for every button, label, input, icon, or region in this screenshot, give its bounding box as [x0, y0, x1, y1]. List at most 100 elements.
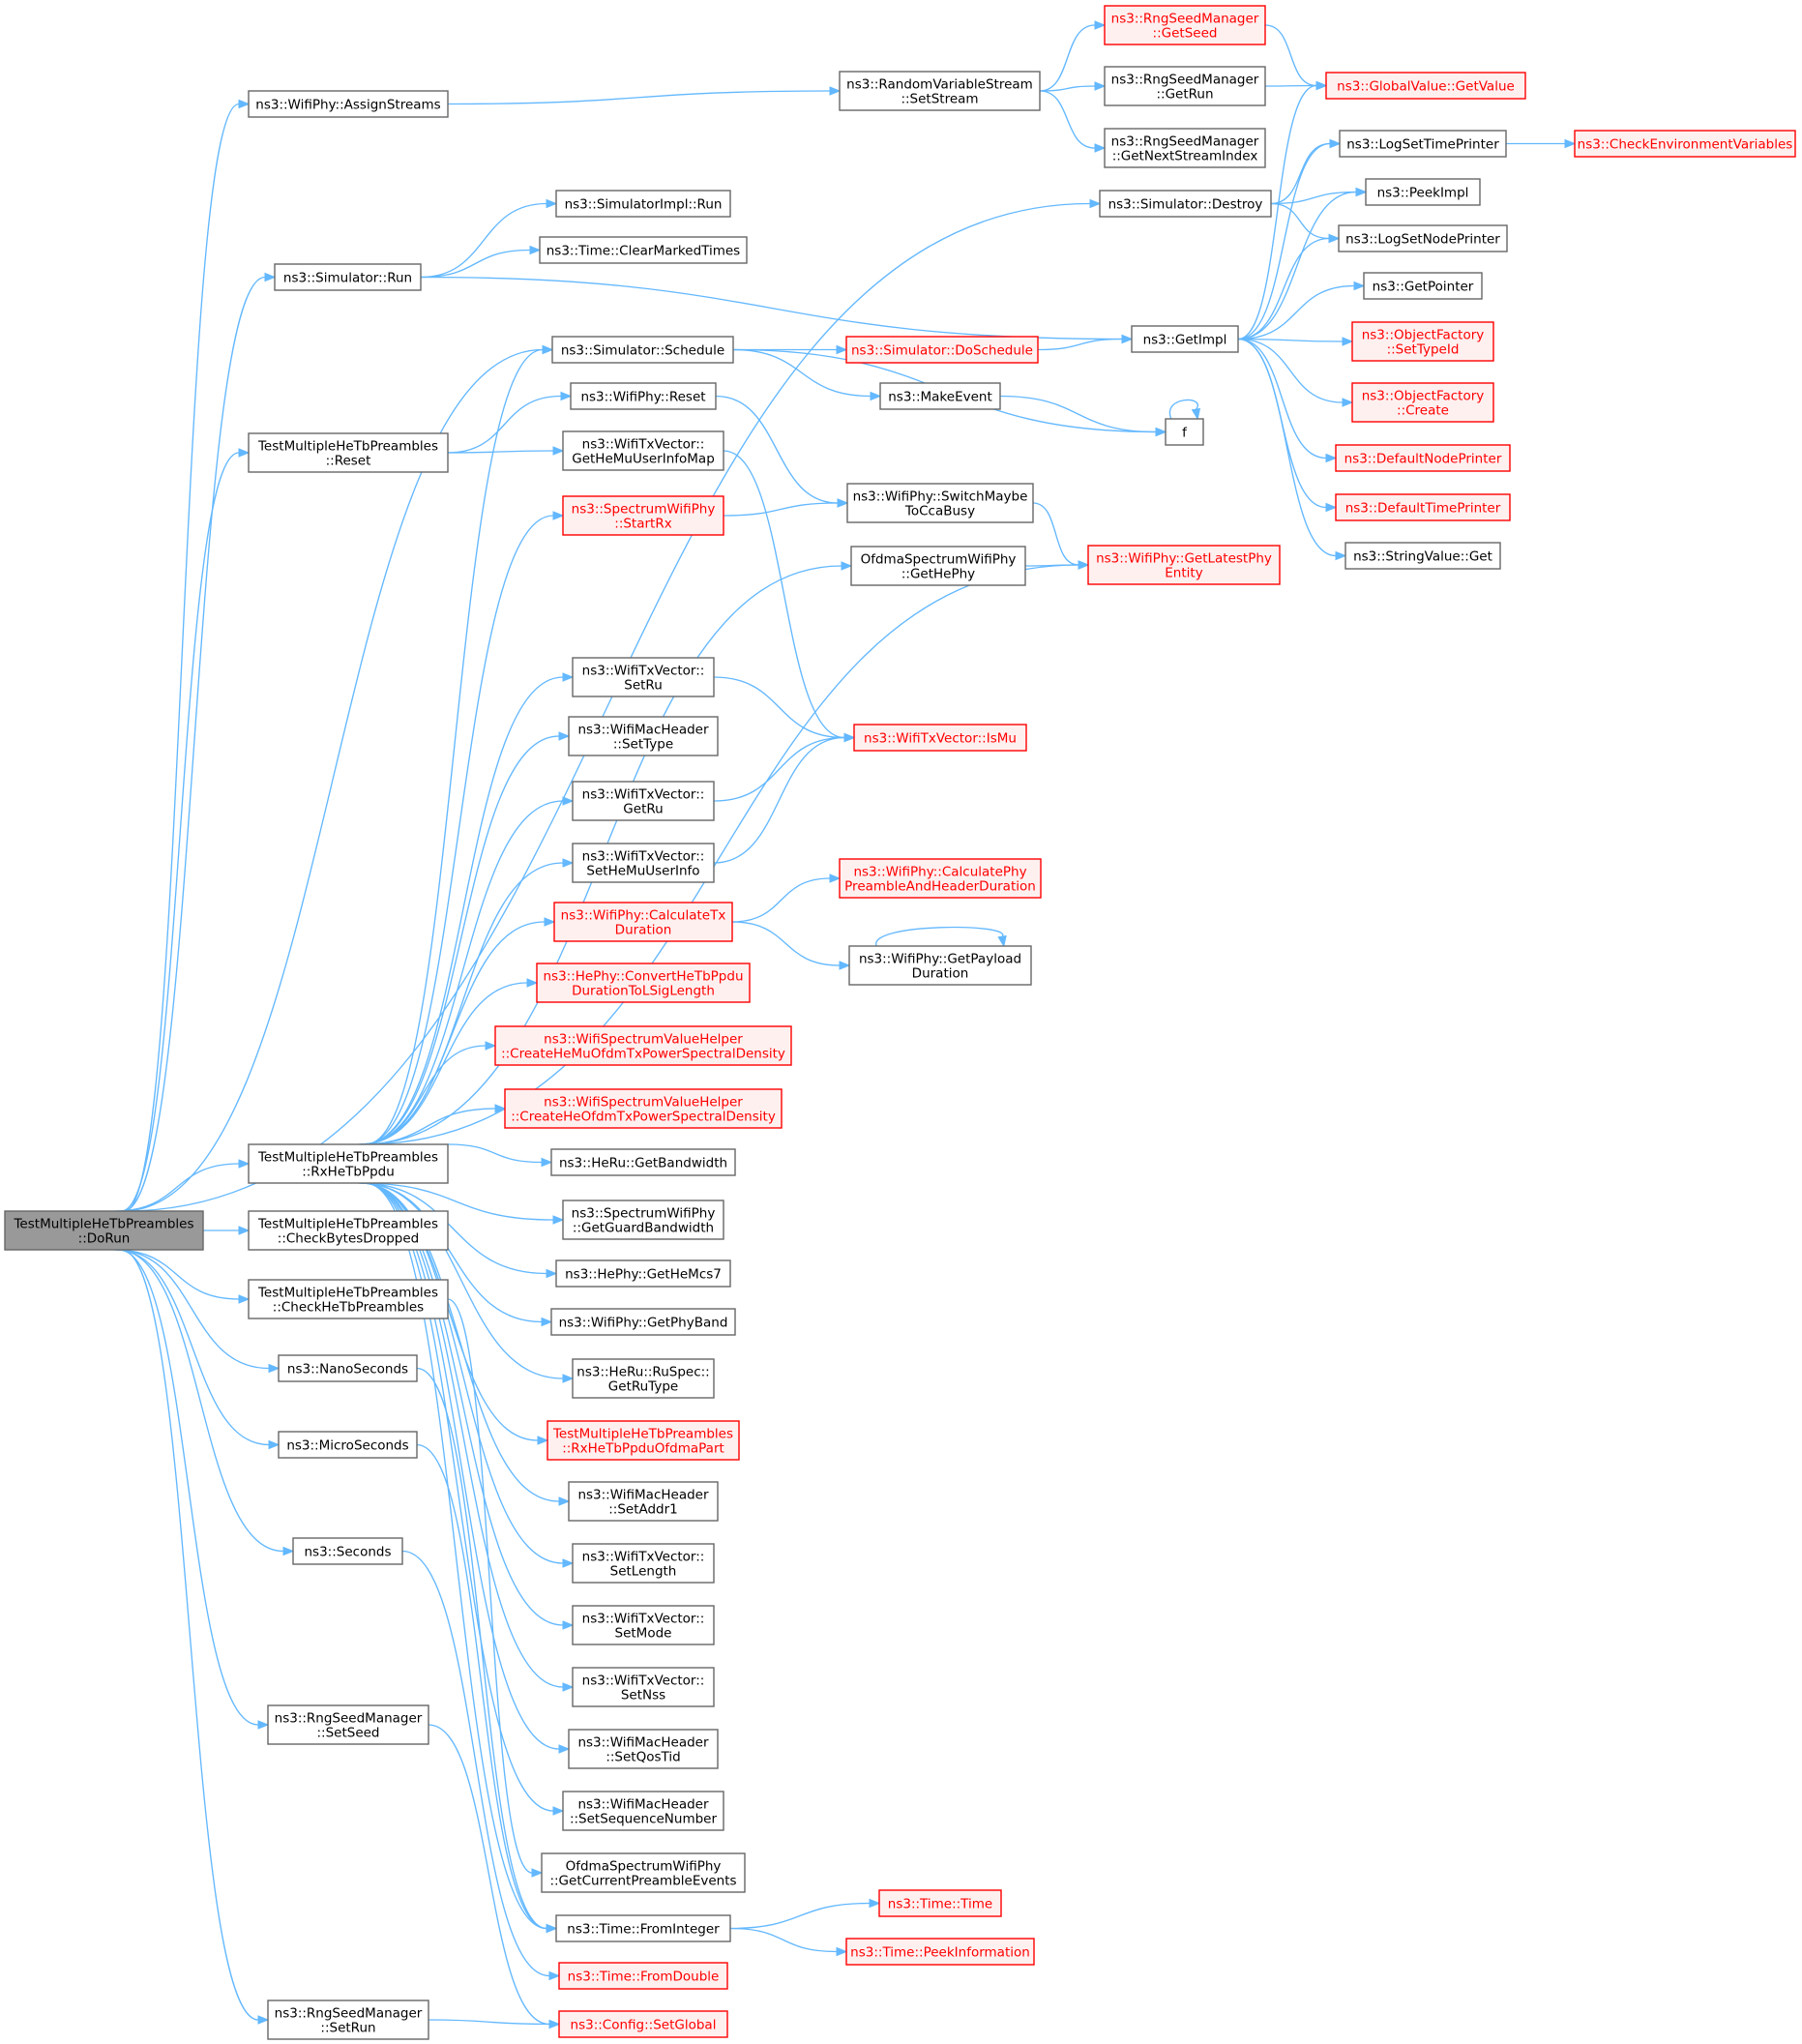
edge-rxHeTbPpdu-to-getRu-arrowhead: [562, 796, 575, 806]
node-label-line: ns3::LogSetTimePrinter: [1346, 137, 1499, 153]
node-rngSetSeed[interactable]: ns3::RngSeedManager::SetSeed: [267, 1704, 429, 1745]
node-defaultNodePrinter[interactable]: ns3::DefaultNodePrinter: [1335, 444, 1511, 472]
node-checkEnvVars[interactable]: ns3::CheckEnvironmentVariables: [1574, 130, 1796, 158]
node-getRuType[interactable]: ns3::HeRu::RuSpec::GetRuType: [572, 1358, 715, 1399]
node-fromDouble[interactable]: ns3::Time::FromDouble: [558, 1962, 728, 1990]
node-startRx[interactable]: ns3::SpectrumWifiPhy::StartRx: [562, 495, 724, 536]
node-simDestroy[interactable]: ns3::Simulator::Destroy: [1099, 190, 1272, 218]
node-label-line: ns3::WifiMacHeader: [577, 1735, 709, 1751]
node-label-line: TestMultipleHeTbPreambles: [552, 1427, 733, 1442]
node-isMu[interactable]: ns3::WifiTxVector::IsMu: [853, 724, 1027, 752]
node-setRu[interactable]: ns3::WifiTxVector::SetRu: [572, 657, 715, 697]
edge-rxHeTbPpdu-to-rxOfdmaPart-arrowhead: [537, 1436, 549, 1445]
node-nanoSeconds[interactable]: ns3::NanoSeconds: [278, 1354, 418, 1382]
node-tmReset[interactable]: TestMultipleHeTbPreambles::Reset: [248, 432, 449, 473]
node-rngGetRun[interactable]: ns3::RngSeedManager::GetRun: [1104, 66, 1266, 106]
node-rngGetNextStreamIndex[interactable]: ns3::RngSeedManager::GetNextStreamIndex: [1104, 128, 1266, 168]
node-createHeMuOfdm[interactable]: ns3::WifiSpectrumValueHelper::CreateHeMu…: [494, 1025, 792, 1066]
node-rngSetRun[interactable]: ns3::RngSeedManager::SetRun: [267, 2000, 429, 2040]
node-rxOfdmaPart[interactable]: TestMultipleHeTbPreambles::RxHeTbPpduOfd…: [547, 1420, 740, 1461]
node-checkBytesDropped[interactable]: TestMultipleHeTbPreambles::CheckBytesDro…: [248, 1210, 449, 1251]
edge-root-to-nanoSeconds-arrowhead: [268, 1363, 281, 1374]
node-createHeOfdm[interactable]: ns3::WifiSpectrumValueHelper::CreateHeOf…: [504, 1088, 783, 1129]
node-simImplRun[interactable]: ns3::SimulatorImpl::Run: [555, 190, 731, 218]
node-assignStreams[interactable]: ns3::WifiPhy::AssignStreams: [248, 90, 449, 118]
node-label-line: ::CheckBytesDropped: [278, 1231, 419, 1247]
node-rngGetSeed[interactable]: ns3::RngSeedManager::GetSeed: [1104, 5, 1266, 45]
node-microSeconds[interactable]: ns3::MicroSeconds: [278, 1431, 418, 1459]
node-peekImpl[interactable]: ns3::PeekImpl: [1365, 178, 1481, 206]
node-convertHeTbPpdu[interactable]: ns3::HePhy::ConvertHeTbPpduDurationToLSi…: [536, 963, 751, 1003]
node-setAddr1[interactable]: ns3::WifiMacHeader::SetAddr1: [568, 1481, 719, 1522]
edge-makeEvent-to-f-arrowhead: [1155, 427, 1167, 437]
node-setSeqNum[interactable]: ns3::WifiMacHeader::SetSequenceNumber: [562, 1791, 724, 1831]
node-ofSetTypeId[interactable]: ns3::ObjectFactory::SetTypeId: [1351, 321, 1494, 362]
node-heRuGetBandwidth[interactable]: ns3::HeRu::GetBandwidth: [550, 1148, 736, 1176]
node-getPhyBand[interactable]: ns3::WifiPhy::GetPhyBand: [550, 1308, 736, 1336]
edge-fromInteger-to-peekInformation: [729, 1927, 838, 1953]
node-box: [572, 1358, 715, 1399]
node-f[interactable]: f: [1165, 418, 1204, 446]
node-seconds[interactable]: ns3::Seconds: [292, 1537, 403, 1565]
node-configSetGlobal[interactable]: ns3::Config::SetGlobal: [558, 2010, 728, 2038]
node-rvsSetStream[interactable]: ns3::RandomVariableStream::SetStream: [839, 71, 1041, 111]
node-logSetTimePrinter[interactable]: ns3::LogSetTimePrinter: [1339, 130, 1507, 158]
node-calcPhyPreamble[interactable]: ns3::WifiPhy::CalculatePhyPreambleAndHea…: [839, 858, 1042, 899]
node-makeEvent[interactable]: ns3::MakeEvent: [879, 382, 1001, 410]
node-wifiPhyReset[interactable]: ns3::WifiPhy::Reset: [570, 382, 717, 410]
node-fromInteger[interactable]: ns3::Time::FromInteger: [555, 1914, 731, 1942]
node-defaultTimePrinter[interactable]: ns3::DefaultTimePrinter: [1335, 493, 1511, 521]
node-logSetNodePrinter[interactable]: ns3::LogSetNodePrinter: [1338, 224, 1508, 252]
node-timeTime[interactable]: ns3::Time::Time: [878, 1889, 1002, 1917]
node-checkHeTbPreambles[interactable]: TestMultipleHeTbPreambles::CheckHeTbPrea…: [248, 1279, 449, 1319]
node-getImpl[interactable]: ns3::GetImpl: [1131, 325, 1239, 353]
node-box: [1104, 128, 1266, 168]
node-box: [845, 1938, 1035, 1966]
node-box: [845, 336, 1039, 364]
node-getPointer[interactable]: ns3::GetPointer: [1363, 272, 1483, 300]
node-clearMarkedTimes[interactable]: ns3::Time::ClearMarkedTimes: [539, 236, 748, 264]
node-box: [1574, 130, 1796, 158]
node-ofCreate[interactable]: ns3::ObjectFactory::Create: [1351, 382, 1494, 423]
node-box: [278, 1354, 418, 1382]
node-simRun[interactable]: ns3::Simulator::Run: [274, 263, 422, 291]
node-box: [1335, 444, 1511, 472]
node-getPreambleEvents[interactable]: OfdmaSpectrumWifiPhy::GetCurrentPreamble…: [541, 1852, 746, 1893]
node-box: [248, 90, 449, 118]
node-setHeMuUserInfo[interactable]: ns3::WifiTxVector::SetHeMuUserInfo: [572, 843, 715, 883]
node-box: [1365, 178, 1481, 206]
edge-setHeMuUserInfo-to-isMu-arrowhead: [843, 732, 856, 743]
node-root[interactable]: TestMultipleHeTbPreambles::DoRun: [4, 1210, 204, 1251]
node-ofdmaGetHePhy[interactable]: OfdmaSpectrumWifiPhy::GetHePhy: [850, 546, 1026, 586]
edge-simRun-to-simImplRun-arrowhead: [546, 198, 558, 209]
node-rxHeTbPpdu[interactable]: TestMultipleHeTbPreambles::RxHeTbPpdu: [248, 1143, 449, 1184]
node-setNss[interactable]: ns3::WifiTxVector::SetNss: [572, 1667, 715, 1707]
node-getRu[interactable]: ns3::WifiTxVector::GetRu: [572, 781, 715, 821]
node-label-line: ns3::RngSeedManager: [275, 2006, 423, 2022]
node-peekInformation[interactable]: ns3::Time::PeekInformation: [845, 1938, 1035, 1966]
node-getHeMcs7[interactable]: ns3::HePhy::GetHeMcs7: [555, 1259, 731, 1288]
node-setType[interactable]: ns3::WifiMacHeader::SetType: [568, 716, 719, 756]
node-stringValueGet[interactable]: ns3::StringValue::Get: [1344, 542, 1501, 570]
edge-microSeconds-to-fromInteger-arrowhead: [546, 1923, 558, 1934]
node-doSchedule[interactable]: ns3::Simulator::DoSchedule: [845, 336, 1039, 364]
node-setQosTid[interactable]: ns3::WifiMacHeader::SetQosTid: [568, 1729, 719, 1769]
node-label-line: ns3::WifiPhy::GetPayload: [859, 952, 1021, 967]
edge-rxHeTbPpdu-to-heRuGetBandwidth-arrowhead: [541, 1157, 553, 1168]
node-label-line: ns3::Config::SetGlobal: [571, 2018, 717, 2033]
node-setLength[interactable]: ns3::WifiTxVector::SetLength: [572, 1543, 715, 1584]
node-getGuardBandwidth[interactable]: ns3::SpectrumWifiPhy::GetGuardBandwidth: [562, 1200, 724, 1240]
edge-rngGetSeed-to-globalValueGetValue: [1264, 24, 1317, 87]
edge-fromInteger-to-timeTime-arrowhead: [869, 1898, 881, 1909]
edge-rxHeTbPpdu-to-createHeMuOfdm-arrowhead: [485, 1041, 497, 1051]
node-setMode[interactable]: ns3::WifiTxVector::SetMode: [572, 1605, 715, 1645]
node-schedule[interactable]: ns3::Simulator::Schedule: [551, 336, 734, 364]
node-getHeMuUserInfoMap[interactable]: ns3::WifiTxVector::GetHeMuUserInfoMap: [562, 430, 724, 471]
node-label-line: ns3::SpectrumWifiPhy: [572, 1206, 716, 1222]
node-label-line: DurationToLSigLength: [572, 984, 715, 999]
node-globalValueGetValue[interactable]: ns3::GlobalValue::GetValue: [1325, 72, 1526, 100]
